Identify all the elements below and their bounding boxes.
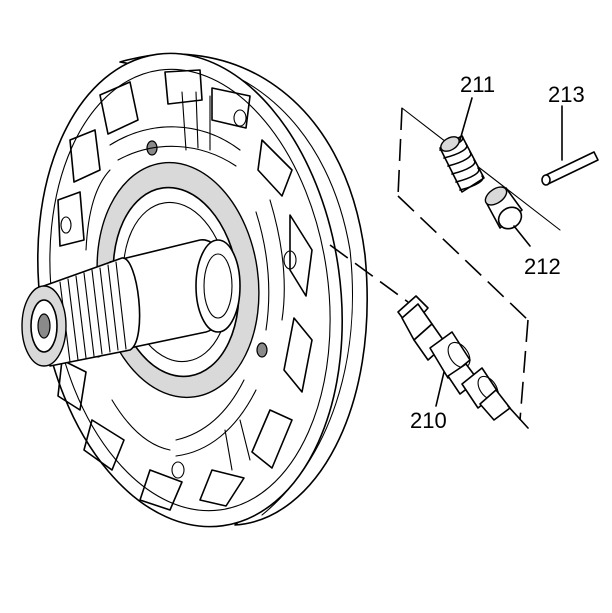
shaft-splines xyxy=(59,261,127,363)
callout-210: 210 xyxy=(410,408,447,433)
spring-211 xyxy=(439,135,485,193)
valve-210 xyxy=(397,295,529,429)
valve-bore-outline xyxy=(397,107,561,421)
callout-212: 212 xyxy=(524,254,561,279)
pin-213 xyxy=(541,151,599,186)
leader-lines xyxy=(435,97,563,407)
callout-211: 211 xyxy=(460,72,495,97)
input-shaft xyxy=(21,239,241,367)
callout-213: 213 xyxy=(548,82,585,107)
plug-212 xyxy=(484,186,523,230)
fluid-channels xyxy=(57,69,313,511)
explode-path xyxy=(329,244,409,303)
